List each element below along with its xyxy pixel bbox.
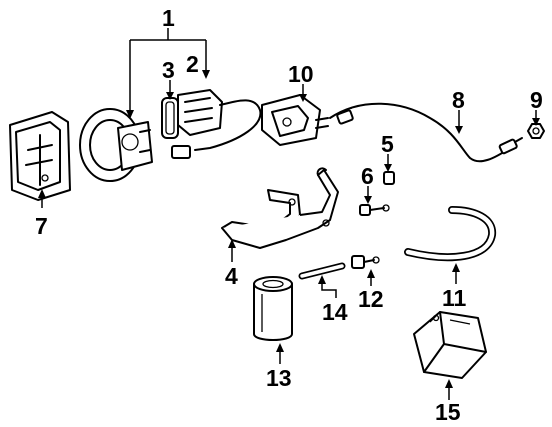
callout-4: 4 [225,263,238,289]
callout-10: 10 [288,61,314,87]
part-13-canister [253,276,293,341]
callout-3: 3 [162,57,175,83]
callout-9: 9 [530,87,543,113]
callout-14: 14 [322,299,348,325]
callout-8: 8 [452,87,465,113]
callout-1: 1 [162,5,175,31]
part-5-clip [383,171,395,185]
callout-13: 13 [266,365,292,391]
callout-11: 11 [442,285,467,311]
part-10-module [261,94,329,146]
leader-lines [38,28,540,400]
part-4-bracket [221,167,339,249]
part-6-bolt [359,204,390,216]
part-11-hose [404,206,497,262]
part-2-actuator [171,89,262,159]
part-15-module [413,311,487,379]
part-9-nut [527,123,545,139]
callout-15: 15 [435,399,461,425]
callout-12: 12 [358,286,384,312]
callout-5: 5 [381,131,394,157]
part-3-gasket [161,97,179,139]
part-12-valve [351,255,380,269]
part-8-cable [329,102,523,163]
part-14-hose [298,262,346,280]
servo-diaphragm [79,108,153,182]
part-7-bracket [9,111,71,201]
callout-7: 7 [35,213,48,239]
callout-6: 6 [361,163,374,189]
callout-2: 2 [186,51,199,77]
callout-labels: 1 2 3 10 8 9 5 6 7 4 11 12 14 13 15 [35,5,543,425]
